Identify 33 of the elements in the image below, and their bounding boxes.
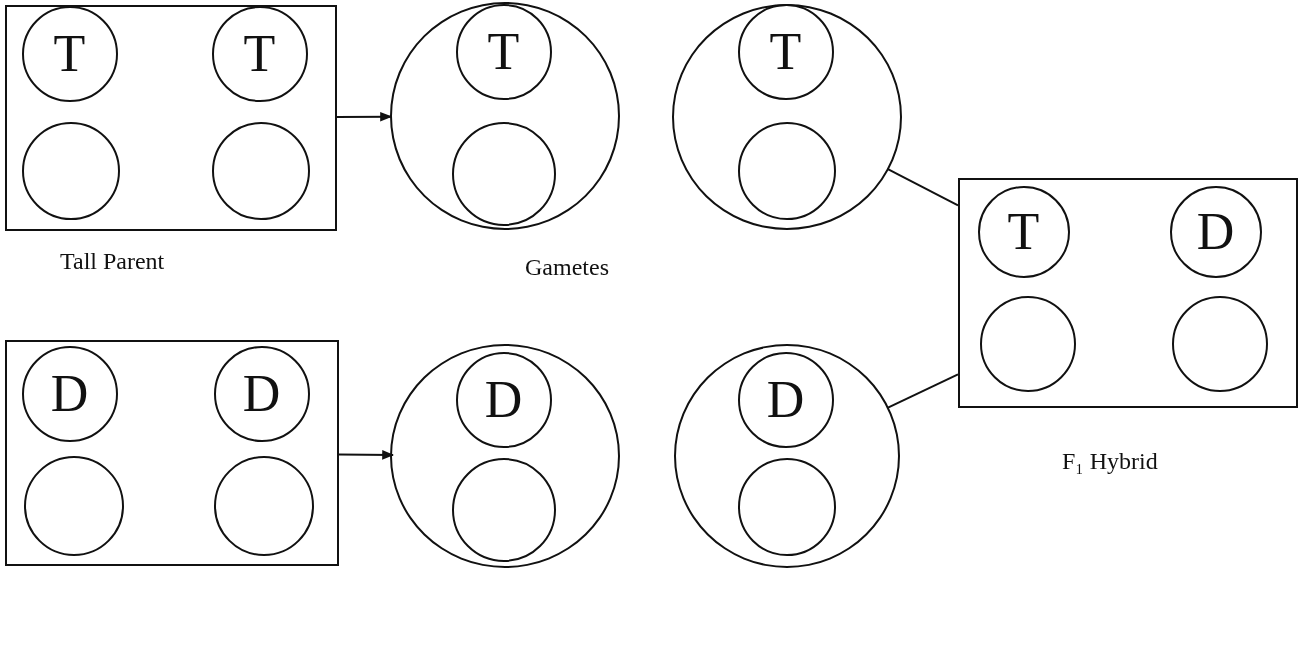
cell-box [5,5,337,231]
gamete-circle [674,344,900,568]
chromosome-circle: D [213,345,310,442]
connector-line [887,373,959,409]
chromosome-circle: T [977,185,1070,278]
chromosome-circle: D [737,351,834,448]
caption-text: Gametes [525,254,609,281]
connector-line [886,167,959,207]
chromosome-circle: D [455,351,552,448]
caption-text: F₁ Hybrid [1062,448,1158,475]
gamete-circle [390,344,620,568]
chromosome-circle [211,121,310,220]
caption-text: Tall Parent [60,248,165,275]
chromosome-circle: T [21,5,118,102]
chromosome-circle [451,457,556,562]
chromosome-circle: T [455,3,552,100]
chromosome-circle [1171,295,1268,392]
chromosome-circle: D [1169,185,1262,278]
chromosome-circle: T [737,3,834,100]
gamete-circle [672,4,902,230]
chromosome-circle: T [211,5,308,102]
chromosome-circle [737,457,836,556]
chromosome-circle [451,121,556,226]
chromosome-circle [979,295,1076,392]
chromosome-circle: D [21,345,118,442]
cell-box [5,340,339,566]
cell-box [958,178,1298,408]
chromosome-circle [213,455,314,556]
gamete-circle [390,2,620,230]
chromosome-circle [737,121,836,220]
arrow [336,111,393,122]
chromosome-circle [23,455,124,556]
chromosome-circle [21,121,120,220]
